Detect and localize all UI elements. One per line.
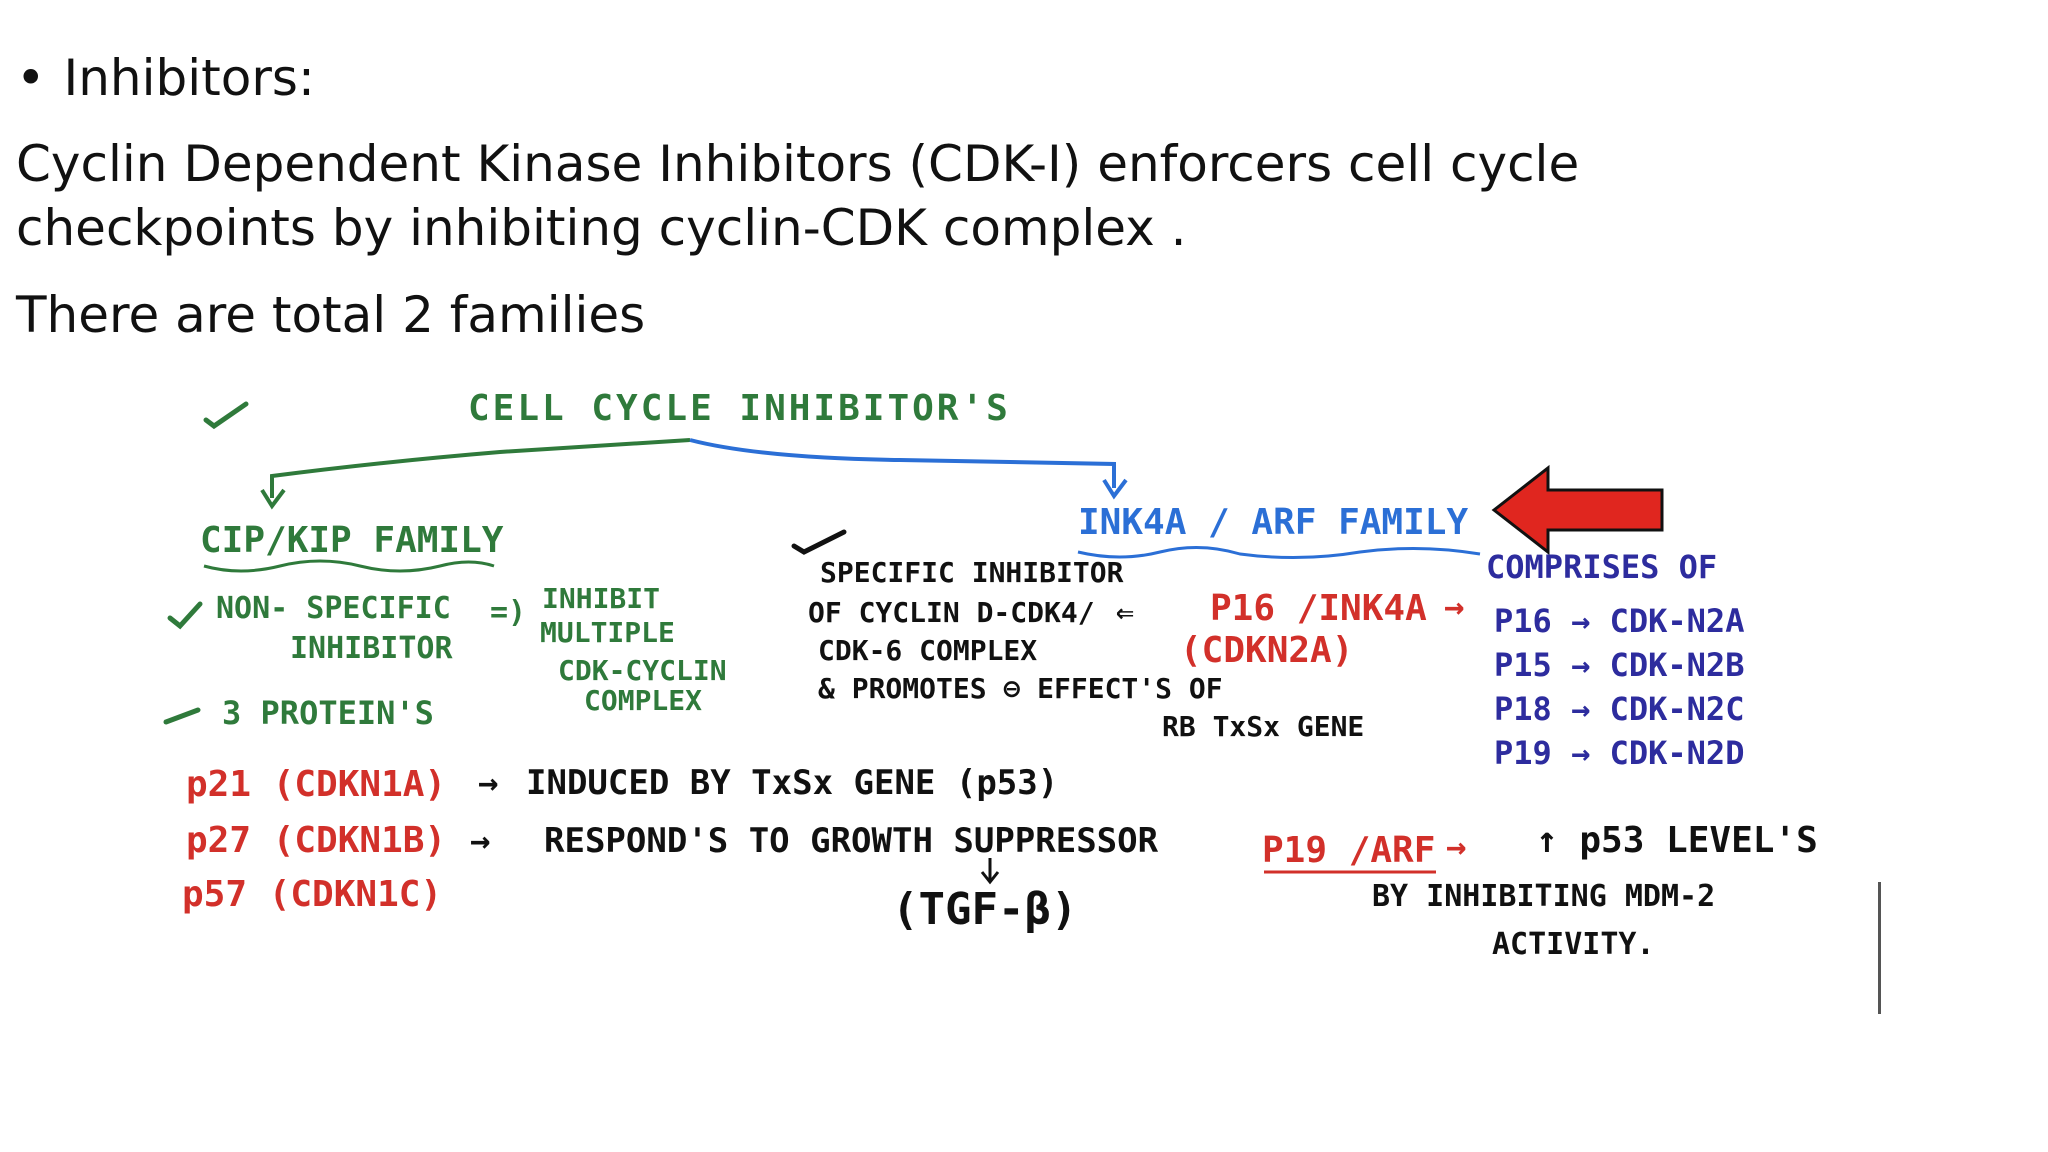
check-mark-icon — [203, 401, 249, 430]
arrow-icon: → — [1444, 587, 1464, 627]
p53-level-label: ↑ p53 LEVEL'S — [1536, 820, 1818, 861]
down-arrow-icon — [980, 858, 1000, 885]
diagram-title: CELL CYCLE INHIBITOR'S — [468, 388, 1011, 429]
arrow-icon: → — [478, 763, 498, 803]
green-branch-arrowhead — [260, 488, 286, 510]
check-mark-icon — [791, 529, 847, 555]
comprises-of-label: COMPRISES OF — [1486, 548, 1717, 586]
non-specific-label: NON- SPECIFIC — [216, 591, 451, 626]
bullet-icon: • — [16, 49, 46, 107]
arrow-icon: → — [1446, 827, 1466, 867]
protein-p21: p21 (CDKN1A) — [186, 764, 446, 805]
heading-text: Inhibitors: — [63, 49, 315, 107]
three-proteins-label: 3 PROTEIN'S — [222, 694, 434, 732]
p16-ink4a-label: P16 /INK4A — [1210, 588, 1427, 629]
big-red-arrow-icon — [1491, 464, 1664, 556]
description-line-1: Cyclin Dependent Kinase Inhibitors (CDK-… — [16, 135, 1580, 193]
member-p15: P15 → CDK-N2B — [1494, 646, 1744, 684]
specific-inhibitor-line-4: & PROMOTES ⊖ EFFECT'S OF — [818, 672, 1223, 705]
check-mark-icon — [167, 601, 203, 630]
inhibit-label: INHIBIT — [542, 582, 660, 615]
ink4a-arf-family-title: INK4A / ARF FAMILY — [1078, 502, 1468, 543]
protein-p27: p27 (CDKN1B) — [186, 820, 446, 861]
vertical-divider — [1878, 882, 1881, 1014]
families-text: There are total 2 families — [16, 286, 646, 344]
cip-kip-family-title: CIP/KIP FAMILY — [200, 520, 504, 561]
protein-p57: p57 (CDKN1C) — [182, 874, 442, 915]
p19-arf-label: P19 /ARF — [1262, 830, 1435, 871]
green-branch-line — [270, 438, 691, 498]
mdm2-line-1: BY INHIBITING MDM-2 — [1372, 879, 1715, 914]
dash-mark-icon — [163, 707, 201, 725]
diagram-background — [192, 370, 2048, 1152]
inhibitor-label: INHIBITOR — [290, 631, 453, 666]
protein-p27-desc: RESPOND'S TO GROWTH SUPPRESSOR — [544, 821, 1159, 861]
member-p18: P18 → CDK-N2C — [1494, 690, 1744, 728]
heading-inhibitors: • Inhibitors: — [16, 46, 315, 110]
blue-branch-arrowhead — [1102, 478, 1128, 500]
protein-p21-desc: INDUCED BY TxSx GENE (p53) — [526, 763, 1058, 803]
cdk-cyclin-label: CDK-CYCLIN — [558, 654, 727, 687]
implies-symbol: =) — [490, 595, 526, 630]
member-p16: P16 → CDK-N2A — [1494, 602, 1744, 640]
specific-inhibitor-line-2: OF CYCLIN D-CDK4/ — [808, 596, 1095, 629]
tgf-beta-label: (TGF-β) — [892, 884, 1077, 935]
multiple-label: MULTIPLE — [540, 616, 675, 649]
arrow-icon: → — [470, 821, 490, 861]
double-arrow-icon: ⇐ — [1116, 595, 1134, 630]
complex-label: COMPLEX — [584, 684, 702, 717]
cip-kip-underline — [203, 559, 495, 573]
member-p19: P19 → CDK-N2D — [1494, 734, 1744, 772]
specific-inhibitor-line-3: CDK-6 COMPLEX — [818, 634, 1037, 667]
cdkn2a-label: (CDKN2A) — [1180, 630, 1353, 671]
specific-inhibitor-line-1: SPECIFIC INHIBITOR — [820, 556, 1124, 589]
specific-inhibitor-line-5: RB TxSx GENE — [1162, 710, 1364, 743]
ink4a-underline — [1077, 546, 1481, 560]
mdm2-line-2: ACTIVITY. — [1492, 927, 1655, 962]
blue-branch-line — [689, 438, 1116, 488]
description-line-2: checkpoints by inhibiting cyclin-CDK com… — [16, 199, 1187, 257]
